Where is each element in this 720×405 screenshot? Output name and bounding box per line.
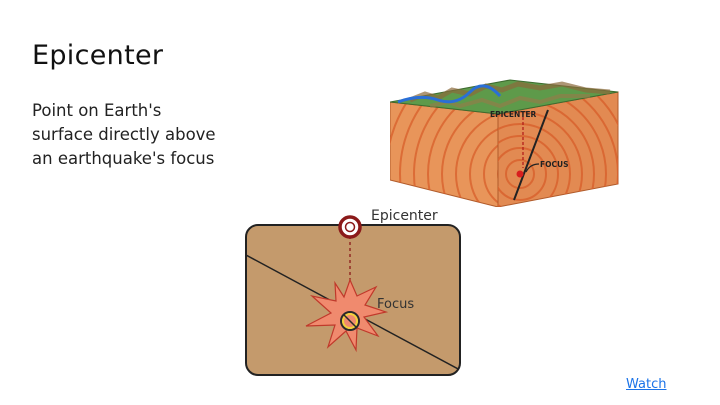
focus-label: Focus [377, 297, 414, 312]
slide-title: Epicenter [32, 40, 164, 71]
block-focus-point [516, 170, 524, 178]
body-line: an earthquake's focus [32, 149, 215, 168]
slide-body-text: Point on Earth's surface directly above … [32, 99, 252, 171]
block-epicenter-label: EPICENTER [490, 110, 537, 119]
block-focus-label: FOCUS [540, 160, 569, 169]
focus-cross-section-diagram: Epicenter Focus [245, 208, 461, 376]
body-line: Point on Earth's [32, 101, 162, 120]
epicenter-marker-icon [338, 215, 362, 239]
watch-link[interactable]: Watch [626, 377, 667, 392]
crust-block-diagram: EPICENTER FOCUS [390, 79, 619, 207]
body-line: surface directly above [32, 125, 216, 144]
epicenter-label: Epicenter [371, 208, 438, 224]
